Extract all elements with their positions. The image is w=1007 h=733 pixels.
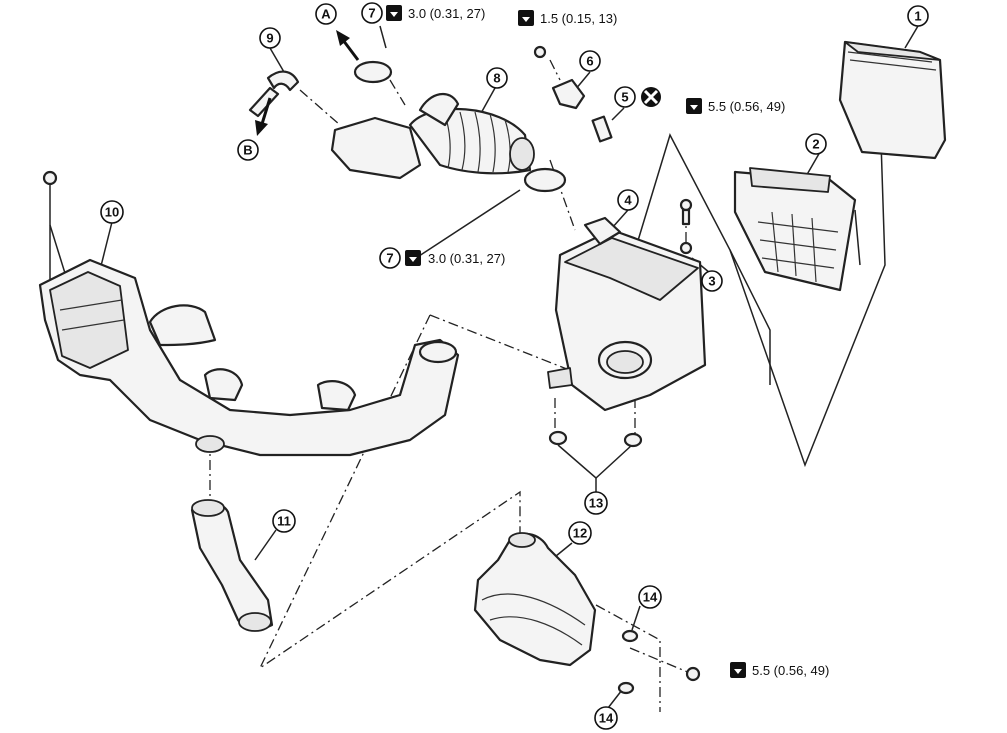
svg-text:A: A: [321, 7, 331, 22]
grommet: [548, 430, 701, 695]
callout-5: 5: [614, 86, 636, 108]
svg-text:3.0 (0.31, 27): 3.0 (0.31, 27): [428, 251, 505, 266]
callout-14-upper: 14: [638, 585, 662, 609]
air-cleaner-case: [547, 216, 707, 412]
svg-text:4: 4: [624, 193, 632, 208]
air-duct-bellows: [330, 93, 535, 180]
svg-text:11: 11: [277, 514, 291, 529]
resonator: [473, 532, 597, 667]
torque-spec-resonator-bolt: 5.5 (0.56, 49): [730, 662, 829, 678]
breather-fitting: [248, 70, 300, 118]
callout-14-lower: 14: [594, 706, 618, 730]
callout-7-mid: 7: [379, 247, 401, 269]
svg-text:1.5 (0.15, 13): 1.5 (0.15, 13): [540, 11, 617, 26]
svg-text:10: 10: [105, 205, 119, 220]
svg-text:9: 9: [266, 31, 273, 46]
do-not-reuse-icon: [641, 87, 661, 107]
svg-text:8: 8: [493, 71, 500, 86]
svg-text:2: 2: [812, 137, 819, 152]
callout-13: 13: [584, 491, 608, 515]
air-cleaner-cover: [838, 40, 947, 160]
svg-text:13: 13: [589, 496, 603, 511]
callout-B: B: [237, 139, 259, 161]
torque-spec-clamp-mid: 3.0 (0.31, 27): [405, 250, 505, 266]
callout-12: 12: [568, 521, 592, 545]
lower-air-hose: [190, 499, 274, 632]
svg-text:3.0 (0.31, 27): 3.0 (0.31, 27): [408, 6, 485, 21]
air-filter-element: [733, 167, 857, 292]
callout-8: 8: [486, 67, 508, 89]
svg-text:12: 12: [573, 526, 587, 541]
svg-text:5.5 (0.56, 49): 5.5 (0.56, 49): [708, 99, 785, 114]
callout-10: 10: [100, 200, 124, 224]
svg-text:7: 7: [386, 251, 393, 266]
torque-spec-clamp-top: 3.0 (0.31, 27): [386, 5, 485, 21]
hose-clamp: [353, 60, 567, 193]
callout-2: 2: [805, 133, 827, 155]
air-duct-assembly: [38, 170, 460, 457]
callout-3: 3: [701, 270, 723, 292]
svg-text:5: 5: [621, 90, 628, 105]
svg-text:3: 3: [708, 274, 715, 289]
svg-text:B: B: [243, 143, 252, 158]
callout-11: 11: [272, 509, 296, 533]
callout-4: 4: [617, 189, 639, 211]
torque-spec-case-bolt: 5.5 (0.56, 49): [686, 98, 785, 114]
svg-text:1: 1: [914, 9, 921, 24]
assembly-lines: [209, 59, 691, 712]
torque-spec-sensor: 1.5 (0.15, 13): [518, 10, 617, 26]
callout-7-top: 7: [361, 2, 383, 24]
svg-text:6: 6: [586, 54, 593, 69]
svg-text:14: 14: [643, 590, 658, 605]
callout-9: 9: [259, 27, 281, 49]
svg-text:5.5 (0.56, 49): 5.5 (0.56, 49): [752, 663, 829, 678]
callout-6: 6: [579, 50, 601, 72]
mounting-bolt: [679, 198, 693, 255]
callout-A: A: [315, 3, 337, 25]
intake-air-sensor: [533, 45, 613, 143]
svg-text:14: 14: [599, 711, 614, 726]
direction-arrow-icon: [255, 30, 360, 136]
callout-1: 1: [907, 5, 929, 27]
svg-text:7: 7: [368, 6, 375, 21]
